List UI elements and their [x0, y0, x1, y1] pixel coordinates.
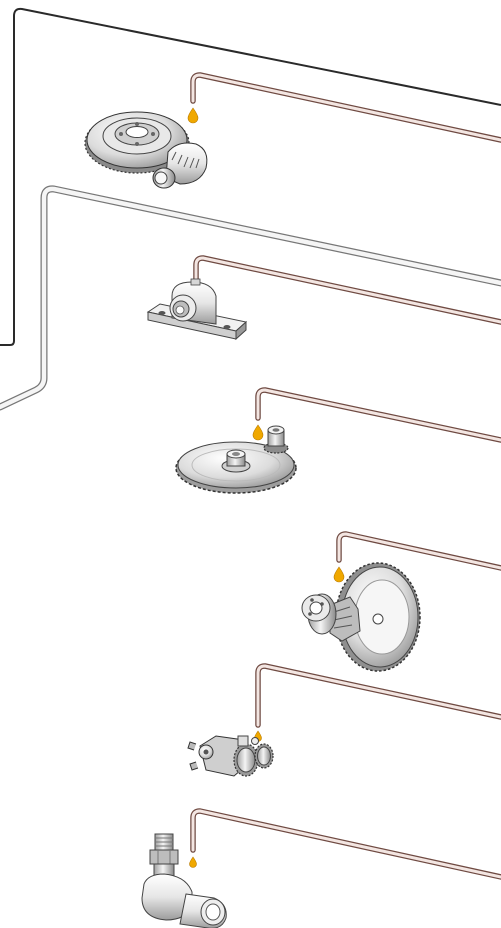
branch-pipe-sprocket [258, 390, 501, 440]
bevel-gear-icon [302, 563, 420, 671]
pillow-block-bearing-icon [148, 279, 246, 339]
oil-drop-icon [188, 108, 198, 123]
oil-drop-icon [253, 425, 263, 440]
oil-drop-icon [334, 567, 344, 582]
rod-end-icon [142, 834, 226, 928]
branch-pipe-bevel-gear [339, 534, 501, 568]
branch-pipe-gear-pump [258, 666, 501, 725]
sprocket-icon [176, 426, 296, 493]
branch-pipe-rod-end [193, 811, 501, 877]
gear-pump-icon [188, 736, 273, 776]
main-supply-line [0, 9, 501, 345]
distribution-pipe [0, 189, 501, 407]
oil-drop-icon [190, 857, 197, 868]
branch-pipe-worm-gear [193, 75, 501, 140]
branch-pipe-bearing [196, 258, 501, 322]
worm-gear-icon [85, 112, 207, 188]
